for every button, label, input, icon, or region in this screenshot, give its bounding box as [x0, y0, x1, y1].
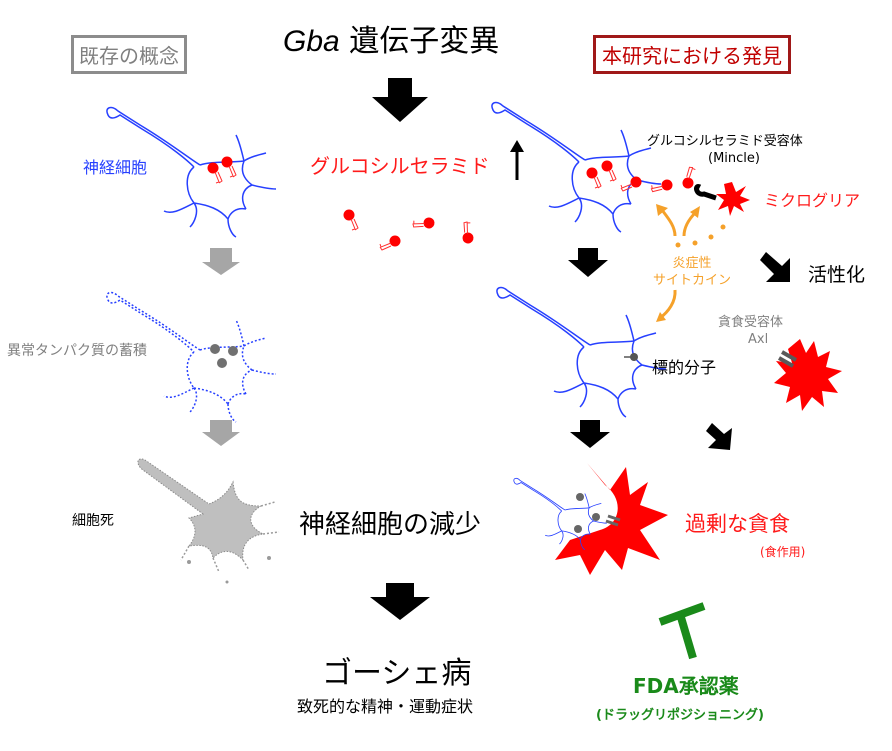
target-molecule-icon — [624, 353, 638, 361]
gene-name: Gba — [283, 25, 340, 58]
mincle-label: (Mincle) — [708, 151, 760, 166]
inhibition-t-icon — [658, 602, 706, 660]
drug-repositioning-label: (ドラッグリポジショニング) — [596, 708, 764, 723]
fda-drug-label: FDA承認薬 — [633, 674, 739, 698]
findings-header: 本研究における発見 — [593, 35, 791, 74]
symptoms-label: 致死的な精神・運動症状 — [297, 697, 474, 716]
lipid-icon — [411, 212, 437, 234]
disease-name: ゴーシェ病 — [322, 656, 472, 691]
microglia-icon — [716, 182, 750, 216]
black-diagonal-arrow-icon — [706, 423, 732, 450]
cell-death-label: 細胞死 — [72, 513, 114, 529]
phagocytosis-note: (食作用) — [760, 545, 806, 559]
activated-microglia-icon — [774, 339, 842, 411]
black-down-arrow-icon — [372, 78, 428, 122]
lipid-icon — [207, 162, 223, 184]
neuron-loss-label: 神経細胞の減少 — [299, 510, 482, 540]
existing-concept-header: 既存の概念 — [71, 35, 187, 74]
neuron-label: 神経細胞 — [83, 158, 148, 177]
lipid-icon — [221, 156, 237, 178]
page-title: Gba 遺伝子変異 — [283, 16, 499, 60]
glucosylceramide-molecules — [343, 209, 479, 251]
black-diagonal-arrow-icon — [760, 252, 790, 282]
cytokine-label: 炎症性 サイトカイン — [653, 256, 732, 288]
protein-accumulation-label: 異常タンパク質の蓄積 — [7, 343, 147, 359]
lipid-icon — [379, 235, 401, 251]
dying-neuron-icon — [137, 458, 280, 584]
gray-down-arrow-icon — [202, 248, 240, 275]
lipid-icon — [343, 209, 359, 231]
microglia-label: ミクログリア — [764, 191, 861, 210]
black-down-arrow-icon — [570, 420, 610, 448]
protein-aggregate-icon — [210, 344, 220, 354]
axl-receptor-icon — [778, 350, 797, 368]
phago-receptor-label: 貪食受容体 — [718, 315, 784, 330]
lipid-icon — [457, 220, 479, 246]
mincle-receptor-icon — [694, 184, 717, 201]
receptor-label: グルコシルセラミド受容体 — [647, 134, 803, 149]
protein-aggregate-icon — [217, 358, 227, 368]
activation-label: 活性化 — [808, 264, 866, 286]
protein-aggregate-icon — [228, 346, 238, 356]
increase-arrow-icon — [510, 140, 524, 180]
black-down-arrow-icon — [370, 583, 430, 620]
target-molecule-label: 標的分子 — [652, 358, 717, 377]
neuron-with-target-icon — [496, 286, 667, 418]
gray-down-arrow-icon — [202, 420, 240, 446]
title-rest: 遺伝子変異 — [349, 24, 500, 59]
excessive-phagocytosis-label: 過剰な貪食 — [685, 512, 790, 536]
black-down-arrow-icon — [568, 248, 608, 277]
glucosylceramide-label: グルコシルセラミド — [310, 154, 490, 178]
phagocytosis-icon — [513, 463, 668, 575]
axl-label: Axl — [748, 332, 769, 347]
